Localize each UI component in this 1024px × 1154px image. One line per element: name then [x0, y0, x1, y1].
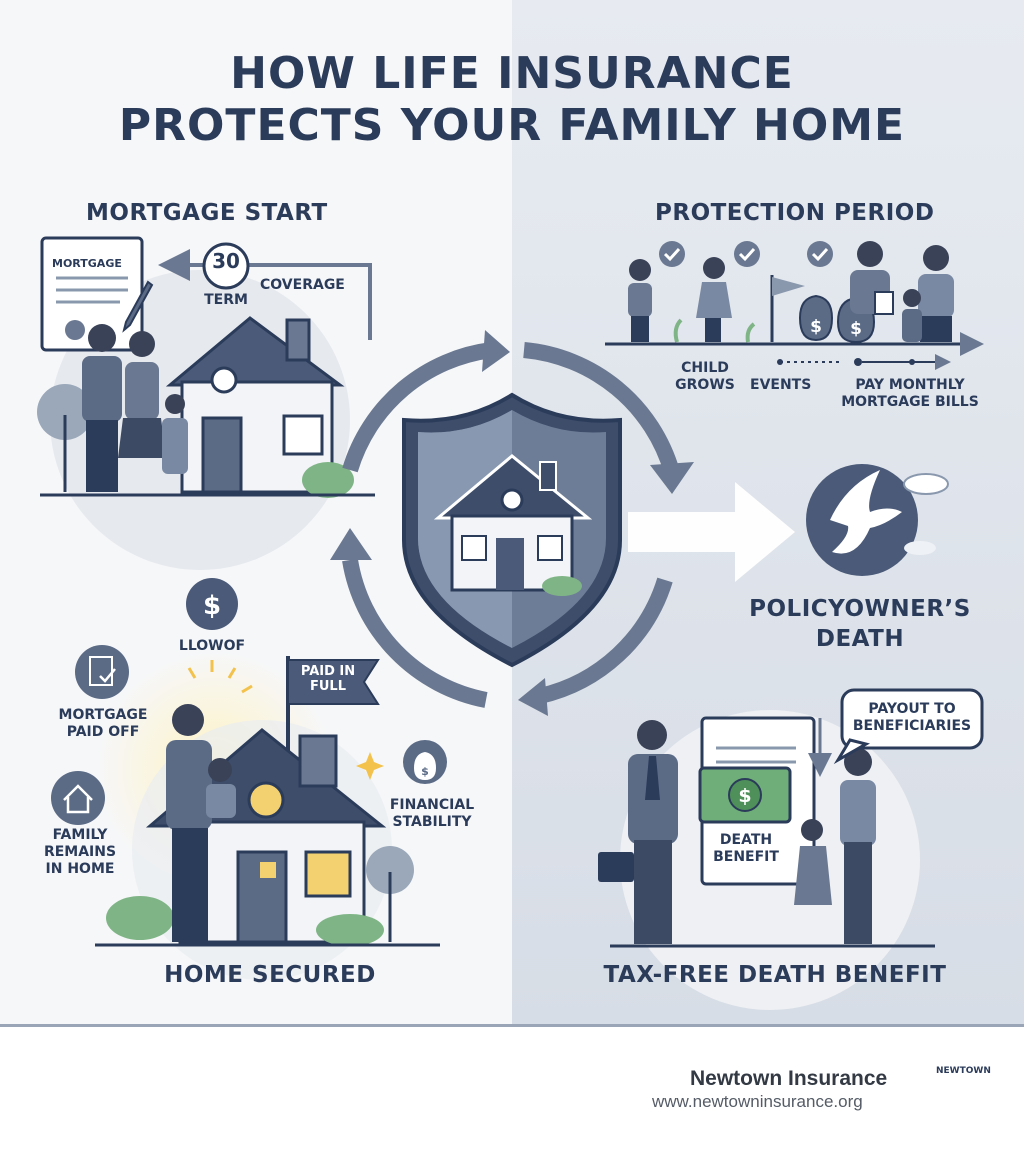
company-name: Newtown Insurance — [690, 1067, 888, 1090]
starter-house-icon — [165, 316, 345, 494]
document-check-icon — [75, 645, 129, 699]
beneficiary-figures — [794, 748, 876, 944]
heading-mortgage-start: MORTGAGE START — [86, 200, 328, 226]
dollar-icon: $ — [186, 578, 238, 630]
agent-figure — [598, 720, 678, 944]
heading-protection-period: PROTECTION PERIOD — [655, 200, 935, 226]
death-benefit-label: DEATH BENEFIT — [713, 832, 779, 865]
mortgage-paid-off-label: MORTGAGE PAID OFF — [58, 707, 148, 740]
financial-stability-label: FINANCIAL STABILITY — [389, 797, 475, 830]
mortgage-doc-label: MORTGAGE — [52, 257, 122, 270]
shield-house-icon — [402, 392, 622, 668]
title-line-2: PROTECTS YOUR FAMILY HOME — [118, 100, 906, 151]
heading-home-secured: HOME SECURED — [164, 962, 376, 988]
heading-tax-free-benefit: TAX-FREE DEATH BENEFIT — [603, 962, 947, 988]
pen-icon — [122, 280, 154, 333]
svg-text:$: $ — [421, 765, 429, 778]
svg-text:$: $ — [738, 785, 751, 807]
check-icon — [659, 241, 685, 267]
logo-top-text: NEWTOWN — [936, 1066, 991, 1076]
mortgage-document-icon — [40, 236, 144, 352]
house-icon — [51, 771, 105, 825]
coverage-label: COVERAGE — [260, 277, 345, 293]
cycle-arrows — [330, 330, 694, 716]
child-growing-figures — [628, 257, 732, 342]
term-number: 30 — [212, 249, 240, 273]
death-benefit-scene: $ — [598, 710, 935, 1010]
company-website-link[interactable]: www.newtowninsurance.org — [652, 1092, 863, 1111]
transition-arrow — [628, 482, 795, 582]
title-line-1: HOW LIFE INSURANCE — [230, 48, 794, 99]
check-icon — [734, 241, 760, 267]
money-bag-icon: $ — [798, 294, 834, 342]
svg-text:$: $ — [810, 317, 822, 337]
protection-period-scene: $ $ — [605, 241, 984, 370]
footer — [0, 1027, 1024, 1154]
payout-bubble — [833, 688, 984, 765]
family-figures — [82, 324, 188, 492]
llowof-label: LLOWOF — [178, 638, 246, 654]
check-icon — [807, 241, 833, 267]
heading-policyowner-death: POLICYOWNER’S DEATH — [749, 596, 971, 652]
cash-icon: $ — [698, 766, 792, 824]
sparkle-icon — [356, 752, 384, 780]
events-label: EVENTS — [750, 377, 812, 393]
family-remains-label: FAMILY REMAINS IN HOME — [43, 827, 117, 877]
money-bag-icon: $ — [403, 740, 447, 784]
term-circle — [202, 242, 250, 290]
svg-text:$: $ — [850, 319, 862, 339]
mother-child-figures — [166, 704, 236, 942]
illustration-canvas: $ $ — [37, 236, 984, 1010]
child-grows-label: CHILD GROWS — [675, 360, 735, 393]
dove-icon — [806, 464, 949, 576]
mortgage-start-scene — [37, 236, 375, 570]
pay-bills-label: PAY MONTHLY MORTGAGE BILLS — [841, 377, 979, 410]
term-label: TERM — [204, 292, 248, 308]
payout-bubble-text: PAYOUT TO BENEFICIARIES — [852, 701, 972, 734]
parent-family-figures — [850, 241, 954, 342]
paid-in-full-flag-text: PAID IN FULL — [300, 664, 356, 694]
svg-text:$: $ — [203, 591, 221, 621]
flag-icon — [770, 275, 805, 342]
footer-divider — [0, 1024, 1024, 1027]
home-secured-scene: $ $ — [51, 578, 447, 980]
logo-band-text: INSURANCE — [936, 1092, 990, 1101]
